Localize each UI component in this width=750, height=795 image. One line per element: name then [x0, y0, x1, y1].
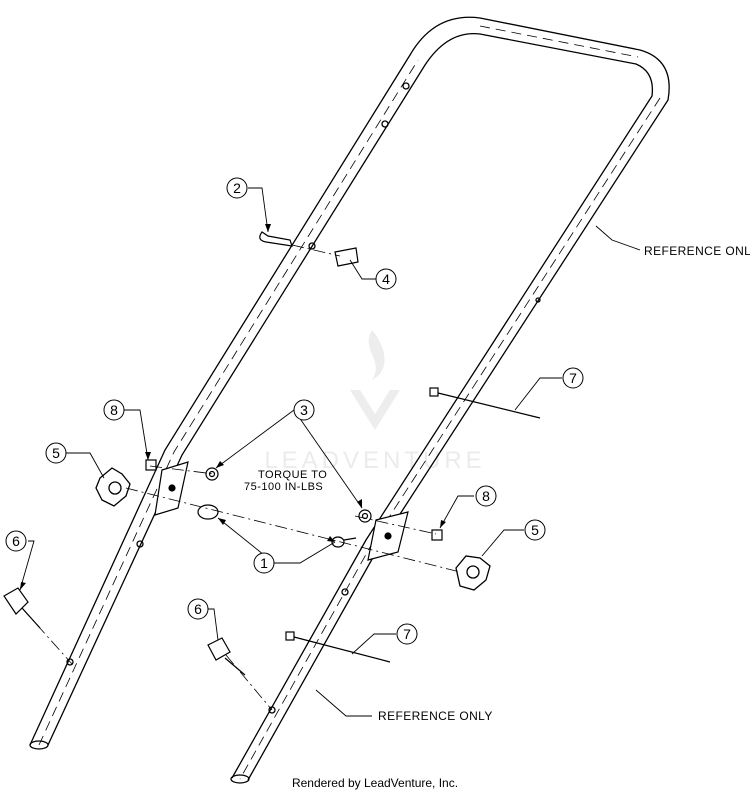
reference-label-lower: REFERENCE ONLY — [378, 709, 493, 723]
clip-part — [334, 247, 359, 267]
footer-credit: Rendered by LeadVenture, Inc. — [291, 776, 459, 790]
handle-bracket-right — [367, 511, 409, 561]
bolt-part — [145, 459, 443, 541]
reference-label-upper: REFERENCE ONLY — [644, 244, 750, 258]
callout-8-right: 8 — [482, 488, 490, 504]
callout-7-upper: 7 — [569, 370, 577, 386]
assembly-centerlines — [21, 244, 461, 711]
handle-bracket-left — [154, 461, 189, 516]
callout-markers — [5, 177, 584, 645]
torque-note-line2: 75-100 IN-LBS — [244, 481, 323, 493]
callout-8-left: 8 — [110, 402, 118, 418]
upper-handle — [29, 16, 670, 784]
callout-2: 2 — [233, 180, 241, 196]
knob-part — [95, 467, 491, 591]
callout-7-lower: 7 — [403, 626, 411, 642]
watermark-text: LEADVENTURE — [264, 447, 485, 474]
nut-part — [205, 467, 372, 523]
callout-6-right: 6 — [194, 601, 202, 617]
lower-knob-part — [3, 587, 246, 676]
callout-4: 4 — [382, 271, 390, 287]
leader-arrowheads — [20, 224, 446, 590]
carriage-bolt-part — [197, 504, 357, 548]
callout-1: 1 — [260, 555, 268, 571]
callout-3: 3 — [300, 402, 308, 418]
cable-guide-part — [259, 231, 293, 247]
watermark-logo: LEADVENTURE — [264, 330, 485, 474]
callout-5-right: 5 — [531, 522, 539, 538]
callout-5-left: 5 — [52, 445, 60, 461]
cable-tie-part — [285, 387, 541, 663]
callout-6-left: 6 — [12, 533, 20, 549]
torque-note-line1: TORQUE TO — [258, 469, 327, 481]
